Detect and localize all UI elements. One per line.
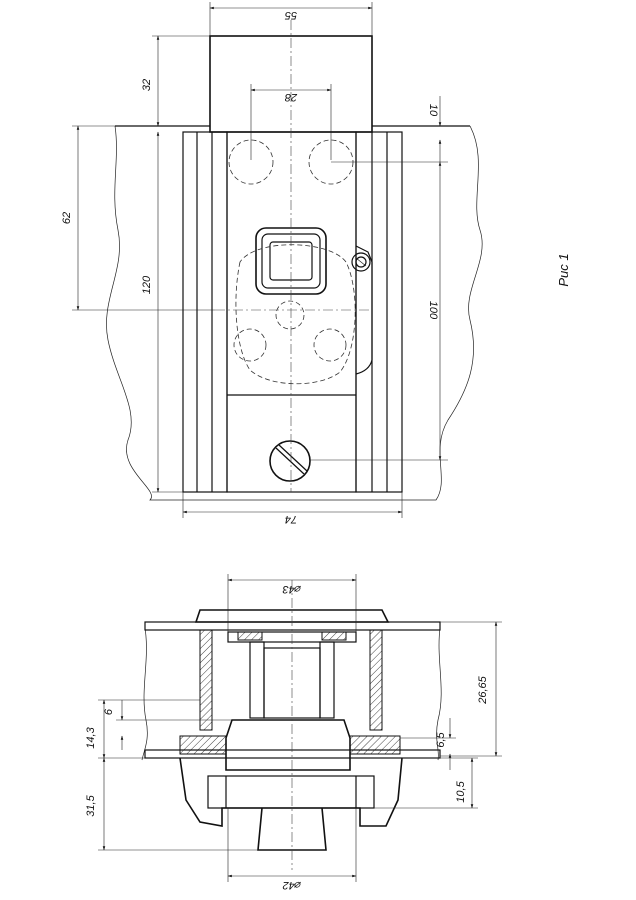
- dim-31-5: 31,5: [85, 794, 97, 816]
- dim-10-5: 10,5: [455, 780, 467, 802]
- left-rail: [182, 131, 228, 493]
- dim-26-65: 26,65: [477, 675, 489, 704]
- dim-120: 120: [141, 275, 153, 294]
- section-view: ⌀43 ⌀42 26,65 6,5 10,5 14,3 6: [85, 574, 502, 891]
- dim-phi43: ⌀43: [282, 583, 302, 595]
- dim-32: 32: [141, 79, 153, 91]
- hidden-hole-left: [228, 139, 274, 185]
- section-break-outline: [141, 627, 148, 761]
- dim-62: 62: [61, 212, 73, 224]
- dim-14-3: 14,3: [85, 726, 97, 748]
- top-view: 55 28 32 10 62 120 100 74 Рис: [61, 2, 571, 525]
- housing-left-wall: [199, 629, 213, 731]
- slide-plate: [226, 131, 357, 493]
- plate-break-outline: [106, 125, 483, 501]
- dim-100: 100: [427, 301, 439, 320]
- dim-28: 28: [284, 91, 298, 103]
- lower-body: [179, 757, 403, 827]
- housing-right-wall: [369, 629, 383, 731]
- figure-caption: Рис 1: [556, 253, 571, 286]
- dim-74: 74: [285, 513, 297, 525]
- cap: [194, 609, 390, 623]
- dim-phi42: ⌀42: [283, 879, 302, 891]
- latch-tab: [355, 245, 373, 375]
- screw-head-icon: [269, 440, 311, 482]
- dim-6-5: 6,5: [435, 731, 447, 747]
- dim-10: 10: [427, 104, 439, 117]
- dim-55: 55: [284, 9, 297, 21]
- dim-6: 6: [103, 708, 115, 715]
- right-rail: [355, 131, 403, 493]
- hidden-rotor: [235, 244, 356, 385]
- central-rotor: [225, 719, 351, 771]
